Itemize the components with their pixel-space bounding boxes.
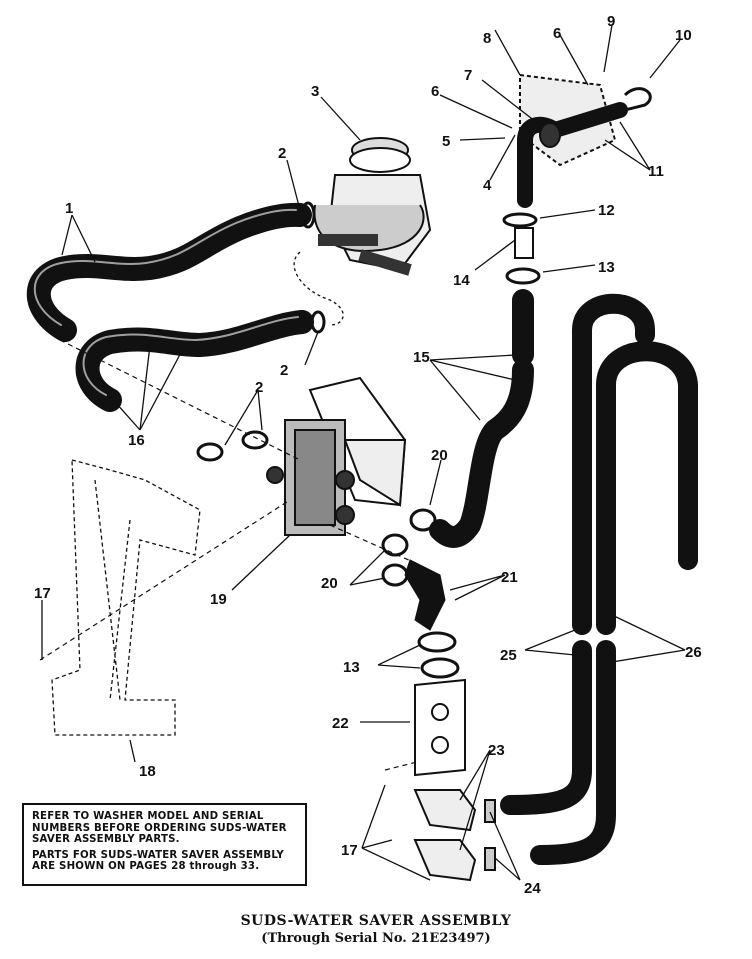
callout-3: 3: [311, 83, 319, 100]
hose-16: [75, 310, 314, 412]
callout-25: 25: [500, 647, 517, 664]
callout-5: 5: [442, 133, 450, 150]
leader-lines: [41, 24, 686, 881]
note-line-1: REFER TO WASHER MODEL AND SERIAL NUMBERS…: [32, 811, 287, 845]
callout-17a: 17: [34, 585, 51, 602]
note-line-2: PARTS FOR SUDS-WATER SAVER ASSEMBLY ARE …: [32, 849, 284, 873]
elbow-21: [404, 559, 446, 631]
callout-4: 4: [483, 177, 492, 194]
callout-1: 1: [65, 200, 73, 217]
valve-assembly: [266, 376, 407, 536]
callout-12: 12: [598, 202, 615, 219]
callout-2c: 2: [255, 379, 263, 396]
inlet-fittings: [514, 73, 652, 259]
callout-11: 11: [648, 163, 664, 180]
callout-14: 14: [453, 272, 470, 289]
callout-15: 15: [413, 349, 430, 366]
callout-6b: 6: [553, 25, 561, 42]
pump: [313, 137, 432, 276]
callout-2a: 2: [278, 145, 286, 162]
callout-13b: 13: [343, 659, 360, 676]
bracket-22: [414, 678, 466, 777]
callout-23: 23: [488, 742, 505, 759]
callout-13a: 13: [598, 259, 615, 276]
ordering-note: REFER TO WASHER MODEL AND SERIAL NUMBERS…: [22, 803, 307, 886]
callout-labels: 1 2 2 2 3 4 5 6 6 7 8 9 10 11 12 13 13 1…: [34, 13, 702, 897]
callout-21: 21: [501, 569, 518, 586]
callout-16: 16: [128, 432, 145, 449]
dashed-leaders: [39, 339, 426, 771]
callout-24: 24: [524, 880, 541, 897]
couplings-23: [413, 789, 496, 882]
callout-7: 7: [464, 67, 472, 84]
wire: [293, 251, 344, 326]
callout-8: 8: [483, 30, 491, 47]
cabinet-frame: [51, 459, 201, 736]
callout-26: 26: [685, 644, 702, 661]
callout-20b: 20: [321, 575, 338, 592]
callout-9: 9: [607, 13, 615, 30]
callout-20a: 20: [431, 447, 448, 464]
diagram-title: SUDS-WATER SAVER ASSEMBLY: [240, 913, 512, 929]
callout-18: 18: [139, 763, 156, 780]
clamps: [196, 201, 541, 679]
callout-22: 22: [332, 715, 349, 732]
callout-2b: 2: [280, 362, 288, 379]
hose-1: [26, 202, 312, 342]
callout-6a: 6: [431, 83, 439, 100]
drain-hoses: [500, 293, 698, 865]
hose-15: [429, 289, 534, 548]
callout-19: 19: [210, 591, 227, 608]
diagram-subtitle: (Through Serial No. 21E23497): [261, 931, 491, 946]
callout-10: 10: [675, 27, 692, 44]
callout-17b: 17: [341, 842, 358, 859]
